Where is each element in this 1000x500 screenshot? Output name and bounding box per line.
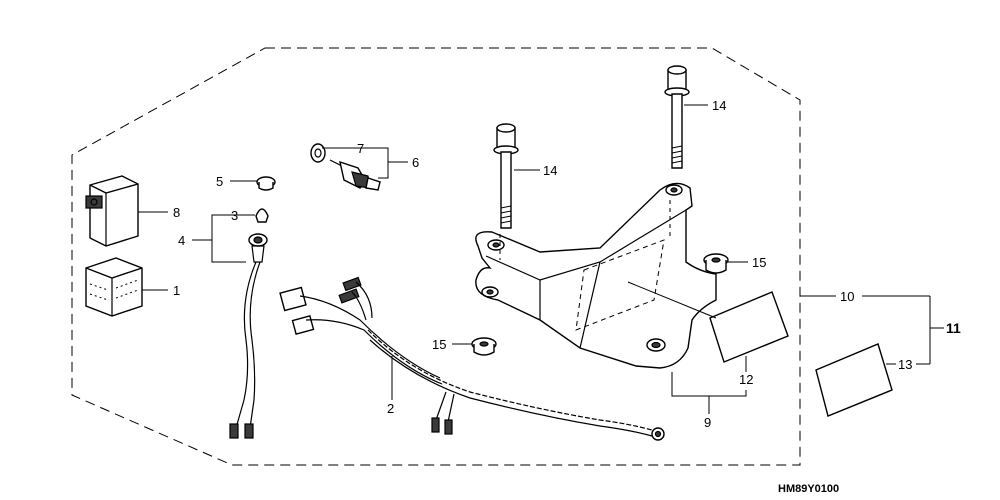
- callout-2: 2: [387, 401, 394, 416]
- callout-7: 7: [357, 141, 364, 156]
- part-9-bracket[interactable]: [475, 182, 717, 369]
- part-13-label[interactable]: [815, 343, 893, 417]
- callout-14-right: 14: [712, 98, 726, 113]
- bracket-9: [671, 372, 747, 414]
- part-12-label[interactable]: [709, 291, 789, 363]
- callout-10: 10: [840, 289, 854, 304]
- callout-15-right: 15: [752, 255, 766, 270]
- callout-11: 11: [946, 320, 961, 336]
- callout-5: 5: [216, 174, 223, 189]
- callout-8: 8: [173, 205, 180, 220]
- callout-15-left: 15: [432, 337, 446, 352]
- diagram-code: HM89Y0100: [778, 483, 839, 495]
- part-6-sensor[interactable]: [329, 159, 381, 191]
- part-14-bolt-right[interactable]: [664, 65, 690, 169]
- part-14-bolt-left[interactable]: [493, 123, 519, 229]
- callout-12: 12: [739, 372, 753, 387]
- pointer-12: [627, 281, 717, 319]
- callout-6: 6: [412, 155, 419, 170]
- callout-1: 1: [173, 283, 180, 298]
- bracket-11: [929, 296, 944, 364]
- bracket-4: [192, 214, 246, 263]
- part-8-regulator[interactable]: [85, 175, 139, 247]
- part-15-nut-right[interactable]: [703, 253, 729, 274]
- part-7-washer[interactable]: [310, 143, 326, 163]
- callout-4: 4: [178, 233, 185, 248]
- part-5-grommet[interactable]: [256, 176, 276, 191]
- part-4-socket-harness[interactable]: [229, 233, 268, 439]
- callout-13: 13: [898, 357, 912, 372]
- part-1-cover[interactable]: [85, 257, 143, 317]
- part-15-nut-left[interactable]: [471, 337, 497, 356]
- part-2-wire-harness[interactable]: [279, 276, 665, 441]
- callout-14-left: 14: [543, 163, 557, 178]
- kit-boundary: [71, 47, 801, 466]
- part-3-bulb[interactable]: [255, 208, 269, 223]
- callout-9: 9: [704, 415, 711, 430]
